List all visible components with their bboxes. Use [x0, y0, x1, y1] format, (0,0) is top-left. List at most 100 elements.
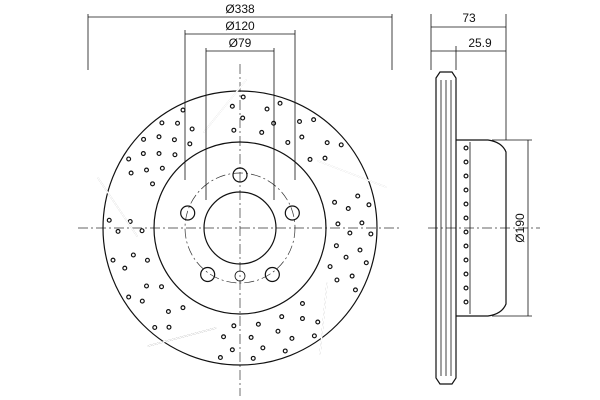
- hat-outer-edge: [153, 141, 327, 315]
- drill-hole: [187, 141, 193, 147]
- drill-hole: [127, 218, 133, 224]
- drill-hole: [221, 334, 227, 340]
- bolt-hole: [284, 205, 300, 221]
- side-drill-hole: [463, 271, 469, 277]
- side-drill-hole: [463, 299, 469, 305]
- drill-hole: [363, 260, 369, 266]
- drill-hole: [275, 328, 281, 334]
- drill-hole: [285, 139, 291, 145]
- drill-hole: [322, 155, 328, 161]
- side-drill-hole: [463, 201, 469, 207]
- side-drill-hole: [463, 187, 469, 193]
- side-drill-hole: [463, 285, 469, 291]
- drill-hole: [259, 129, 265, 135]
- drill-hole: [180, 107, 186, 113]
- drill-hole: [282, 348, 288, 354]
- drill-hole: [159, 165, 165, 171]
- drill-hole: [115, 228, 121, 234]
- drill-hole: [165, 309, 171, 315]
- drill-hole: [311, 117, 317, 123]
- drill-hole: [175, 120, 181, 126]
- side-view: 73 25.9 Ø190: [428, 11, 540, 385]
- drill-hole: [260, 345, 266, 351]
- drill-hole: [159, 120, 165, 126]
- drill-hole: [144, 257, 150, 263]
- drill-hole: [231, 127, 237, 133]
- drill-hole: [156, 151, 162, 157]
- drill-hole: [240, 115, 246, 121]
- bolt-hole: [180, 205, 196, 221]
- drill-hole: [347, 230, 353, 236]
- side-drill-hole: [463, 257, 469, 263]
- drill-hole: [128, 170, 134, 176]
- drill-hole: [311, 333, 317, 339]
- drill-hole: [332, 199, 338, 205]
- side-drill-hole: [463, 159, 469, 165]
- drill-hole: [229, 347, 235, 353]
- dim-label-center-bore: Ø79: [229, 36, 252, 50]
- bolt-hole-inner: [234, 270, 246, 282]
- hat-outline: [456, 139, 507, 317]
- drill-hole: [156, 134, 162, 140]
- front-view: Ø338 Ø120 Ø79: [78, 2, 402, 396]
- drill-hole: [172, 152, 178, 158]
- drill-hole: [159, 284, 165, 290]
- drill-hole: [327, 264, 333, 270]
- drill-hole: [279, 314, 285, 320]
- side-drill-hole: [463, 145, 469, 151]
- slots: [97, 79, 387, 355]
- drill-hole: [189, 126, 195, 132]
- slot-inner: [317, 160, 387, 188]
- drill-hole: [126, 156, 132, 162]
- drill-hole: [277, 100, 283, 106]
- drill-hole: [231, 323, 237, 329]
- bolt-holes: [180, 167, 300, 283]
- drill-hole: [122, 265, 128, 271]
- drill-hole: [140, 151, 146, 157]
- center-bore: [203, 191, 277, 265]
- slot-inner: [203, 79, 247, 133]
- bolt-hole: [232, 167, 248, 183]
- drill-hole: [338, 142, 344, 148]
- drill-hole: [144, 283, 150, 289]
- dim-label-outer-diameter: Ø338: [225, 2, 255, 16]
- drill-hole: [110, 257, 116, 263]
- drill-hole: [130, 252, 136, 258]
- drill-hole: [106, 217, 112, 223]
- drill-hole: [255, 321, 261, 327]
- drill-hole: [139, 298, 145, 304]
- side-drill-hole: [463, 229, 469, 235]
- dim-label-hat-diameter: Ø190: [513, 213, 527, 243]
- drill-hole: [315, 319, 321, 325]
- side-drill-hole: [463, 173, 469, 179]
- drill-hole: [352, 287, 358, 293]
- drill-hole: [357, 247, 363, 253]
- drill-hole: [180, 305, 186, 311]
- drill-hole: [264, 106, 270, 112]
- drill-hole: [144, 167, 150, 173]
- drill-hole: [139, 228, 145, 234]
- drill-hole: [368, 231, 374, 237]
- drill-hole: [299, 316, 305, 322]
- drill-hole: [217, 355, 223, 361]
- dim-label-disc-thickness: 25.9: [468, 36, 492, 50]
- drill-hole: [297, 119, 303, 125]
- drill-hole: [171, 137, 177, 143]
- bolt-hole: [200, 266, 216, 283]
- drill-hole: [334, 277, 340, 283]
- drill-hole: [126, 294, 132, 300]
- dim-label-total-height: 73: [462, 11, 476, 25]
- drill-hole: [335, 221, 341, 227]
- slot-inner: [97, 177, 138, 237]
- drill-hole: [307, 156, 313, 162]
- drill-hole: [289, 335, 295, 341]
- side-drill-hole: [463, 243, 469, 249]
- drill-hole: [366, 202, 372, 208]
- drill-hole: [248, 334, 254, 340]
- drill-hole: [324, 140, 330, 146]
- drill-hole: [355, 193, 361, 199]
- drill-hole: [345, 206, 351, 212]
- drill-hole: [229, 103, 235, 109]
- bolt-hole: [264, 266, 280, 283]
